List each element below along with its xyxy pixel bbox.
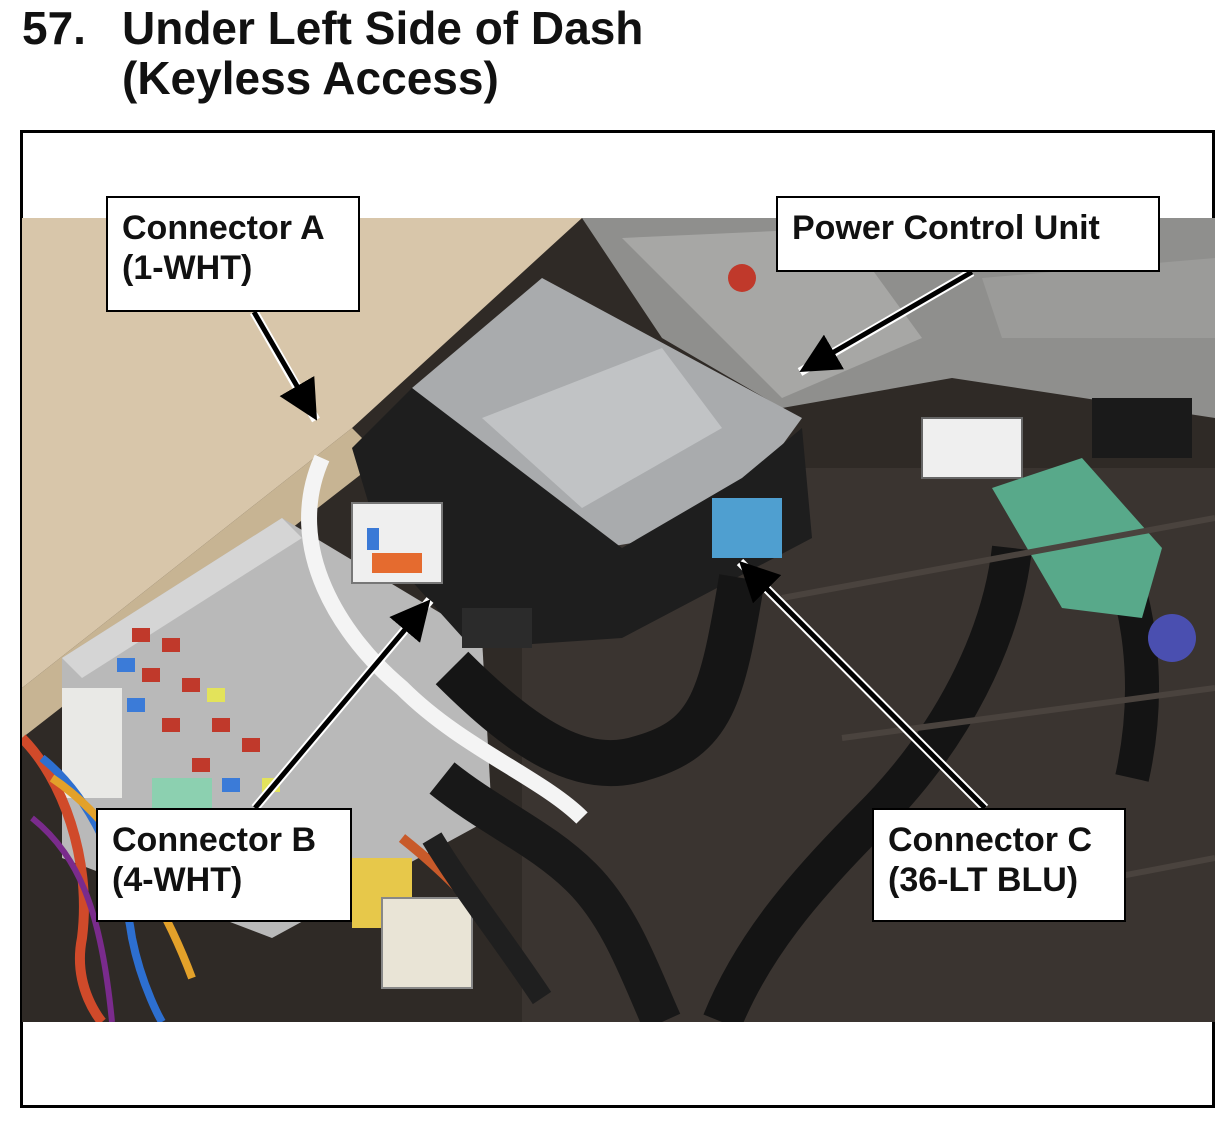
- callout-connector-b-spec: (4-WHT): [112, 861, 243, 899]
- callout-connector-a-spec: (1-WHT): [122, 249, 253, 287]
- section-number: 57.: [22, 2, 86, 54]
- arrow-connector-a: [250, 309, 320, 423]
- heading-subtitle: (Keyless Access): [122, 52, 499, 104]
- arrow-connector-b: [251, 597, 434, 811]
- arrow-connector-c: [736, 558, 989, 812]
- callout-connector-c-name: Connector C: [888, 821, 1092, 859]
- callout-connector-c-spec: (36-LT BLU): [888, 861, 1079, 899]
- callout-connector-b-name: Connector B: [112, 821, 316, 859]
- callout-connector-a: Connector A (1-WHT): [106, 196, 360, 312]
- arrow-power-control-unit: [797, 268, 975, 376]
- heading-title: Under Left Side of Dash: [122, 2, 644, 54]
- callout-connector-b: Connector B (4-WHT): [96, 808, 352, 922]
- callout-power-control-unit-name: Power Control Unit: [792, 209, 1100, 247]
- callout-connector-a-name: Connector A: [122, 209, 325, 247]
- callout-connector-c: Connector C (36-LT BLU): [872, 808, 1126, 922]
- callout-power-control-unit: Power Control Unit: [776, 196, 1160, 272]
